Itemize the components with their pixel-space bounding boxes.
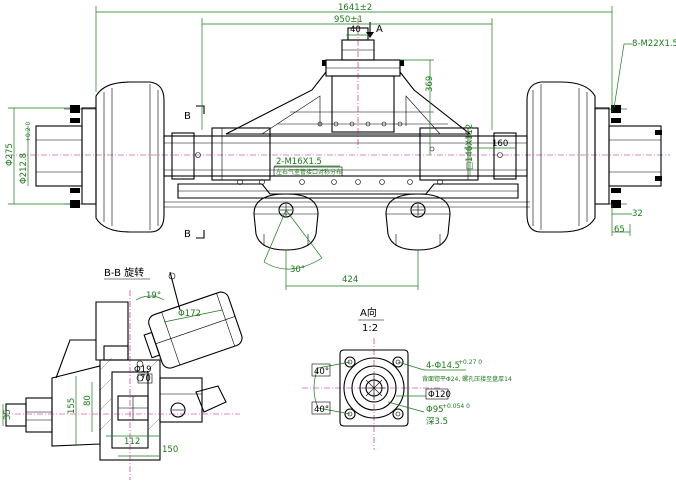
- svg-text:80: 80: [83, 395, 93, 406]
- section-bb-view: B-B 旋转: [2, 266, 243, 480]
- svg-text:70: 70: [140, 374, 151, 384]
- svg-text:+0.27 0: +0.27 0: [458, 359, 482, 366]
- svg-text:40°: 40°: [314, 405, 329, 415]
- svg-text:B-B 旋转: B-B 旋转: [104, 266, 144, 279]
- svg-text:160: 160: [492, 139, 508, 149]
- svg-text:2-M16X1.5: 2-M16X1.5: [276, 157, 322, 167]
- svg-text:8-M22X1.5: 8-M22X1.5: [632, 39, 676, 49]
- main-elevation: B B A 1641±2 950±1 40 369 160: [5, 3, 676, 290]
- svg-text:深3.5: 深3.5: [426, 417, 448, 427]
- svg-text:65: 65: [614, 225, 625, 235]
- dimensions: 1641±2 950±1 40 369 160 □146X112 8-M22X1…: [5, 3, 676, 290]
- bolt-row: [237, 179, 443, 185]
- svg-text:Φ19: Φ19: [134, 365, 152, 375]
- svg-text:Φ275: Φ275: [5, 143, 15, 166]
- axle-beam: [163, 127, 530, 208]
- svg-text:Φ95: Φ95: [426, 405, 444, 415]
- svg-text:4-Φ14.5: 4-Φ14.5: [426, 361, 460, 371]
- svg-text:369: 369: [425, 76, 435, 92]
- svg-text:40°: 40°: [314, 367, 329, 377]
- svg-text:□146X112: □146X112: [465, 124, 475, 170]
- svg-text:112: 112: [124, 437, 140, 447]
- svg-text:+0.2 0: +0.2 0: [25, 122, 32, 142]
- svg-text:1:2: 1:2: [362, 323, 378, 334]
- svg-text:A: A: [376, 24, 383, 35]
- section-brake-chamber: [143, 291, 243, 369]
- svg-text:B: B: [184, 229, 191, 240]
- view-a: A向 1:2 40° 40° 4-Φ14: [302, 306, 512, 450]
- svg-text:424: 424: [342, 275, 358, 285]
- svg-text:Φ212.8: Φ212.8: [19, 153, 29, 184]
- svg-text:Φ120: Φ120: [428, 390, 451, 400]
- right-hub-drum: [526, 81, 662, 233]
- svg-text:Φ172: Φ172: [178, 309, 201, 319]
- svg-text:30°: 30°: [290, 265, 305, 275]
- left-brake-chamber: [253, 193, 319, 251]
- svg-text:B: B: [184, 111, 191, 122]
- svg-text:1641±2: 1641±2: [338, 3, 372, 13]
- section-mark-b: B B: [184, 105, 205, 240]
- svg-text:左右气室管接口对称分布: 左右气室管接口对称分布: [276, 168, 342, 176]
- svg-text:40: 40: [350, 25, 361, 35]
- svg-text:35: 35: [3, 409, 13, 420]
- right-brake-chamber: [385, 193, 451, 251]
- svg-text:155: 155: [67, 398, 77, 414]
- svg-text:背面锪平Φ24, 螺孔压接至盘厚14: 背面锪平Φ24, 螺孔压接至盘厚14: [422, 375, 512, 383]
- svg-text:+0.054 0: +0.054 0: [442, 403, 470, 410]
- svg-text:150: 150: [162, 445, 178, 455]
- svg-text:A向: A向: [360, 306, 377, 319]
- svg-text:32: 32: [632, 209, 643, 219]
- svg-text:950±1: 950±1: [334, 15, 363, 25]
- left-hub-drum: [35, 81, 165, 233]
